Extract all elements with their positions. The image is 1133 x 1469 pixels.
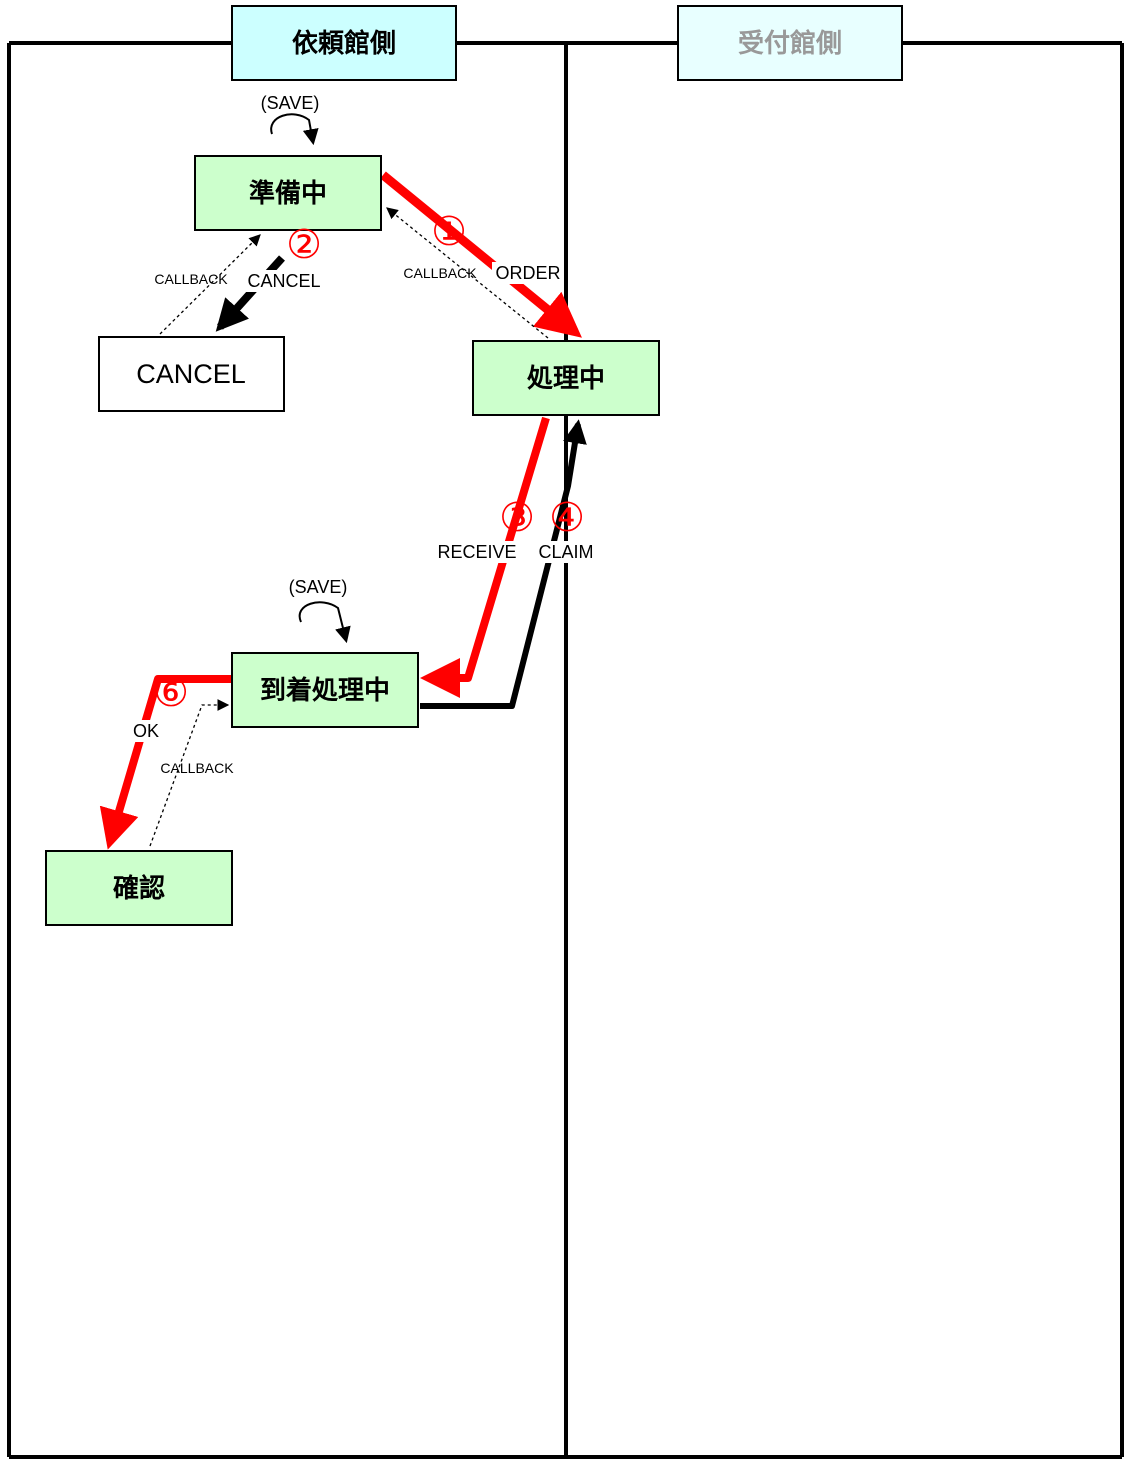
label-save-arrival: (SAVE) [289, 577, 348, 597]
state-confirmed: 確認 [45, 850, 233, 926]
state-processing: 処理中 [472, 340, 660, 416]
state-label-processing: 処理中 [527, 364, 605, 394]
label-cancel: CANCEL [247, 271, 320, 291]
edge-ok [99, 675, 232, 850]
label-save-preparing: (SAVE) [261, 93, 320, 113]
label-callback-cancel: CALLBACK [154, 271, 228, 287]
label-ok: OK [133, 721, 159, 741]
state-preparing: 準備中 [194, 155, 382, 231]
label-callback-confirm: CALLBACK [160, 760, 234, 776]
lane-header-receiver: 受付館側 [677, 5, 903, 81]
lane-header-requester: 依頼館側 [231, 5, 457, 81]
lane-title-requester: 依頼館側 [292, 28, 396, 59]
edge-callback-confirm [149, 699, 230, 847]
step-marker-4: ④ [549, 495, 585, 541]
state-label-confirmed: 確認 [113, 873, 165, 904]
edge-save-arrival [298, 601, 351, 644]
edge-receive [420, 416, 550, 698]
edge-save-preparing [270, 113, 319, 146]
step-marker-1: ① [431, 209, 467, 255]
step-marker-6: ⑥ [153, 670, 189, 716]
state-arrival: 到着処理中 [231, 652, 419, 728]
label-callback-processing: CALLBACK [403, 265, 477, 281]
edge-claim [420, 419, 587, 709]
lane-title-receiver: 受付館側 [738, 28, 842, 59]
state-label-preparing: 準備中 [249, 178, 327, 209]
lane-frame [7, 41, 1124, 1459]
state-cancel: CANCEL [98, 336, 285, 412]
label-receive: RECEIVE [437, 542, 516, 562]
label-claim: CLAIM [538, 542, 593, 562]
state-label-cancel: CANCEL [136, 359, 246, 389]
state-label-arrival: 到着処理中 [260, 675, 390, 706]
edge-cancel [215, 255, 285, 332]
edge-order [380, 171, 582, 338]
step-marker-2: ② [286, 222, 322, 268]
label-order: ORDER [495, 263, 560, 283]
step-marker-3: ③ [499, 495, 535, 541]
edge-callback-processing [386, 207, 549, 339]
